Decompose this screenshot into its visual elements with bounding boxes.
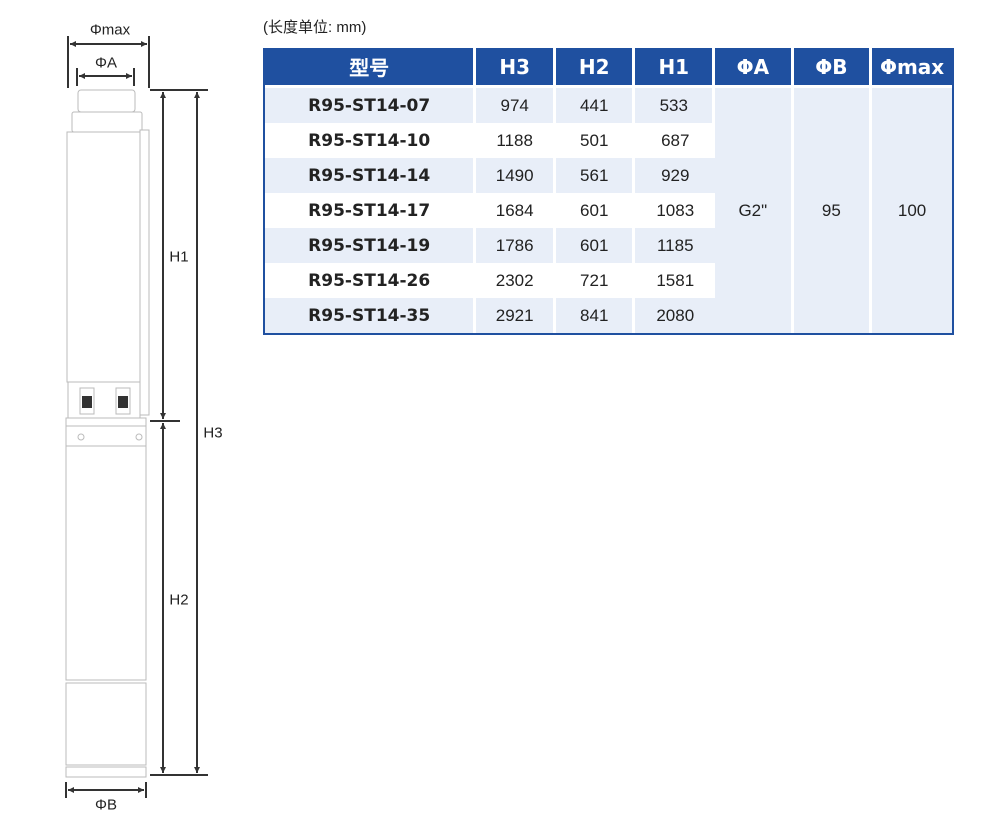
cell-phi-a: G2" xyxy=(715,88,794,333)
cell-h3: 1684 xyxy=(476,193,556,228)
cell-h3: 1786 xyxy=(476,228,556,263)
motor-body xyxy=(65,445,147,681)
label-phi-a: ΦA xyxy=(95,54,117,72)
label-phi-max: Φmax xyxy=(89,21,131,39)
header-phi-a: ΦA xyxy=(715,48,794,88)
dimension-lines xyxy=(65,36,208,798)
cell-h3: 2302 xyxy=(476,263,556,298)
cell-h1: 2080 xyxy=(635,298,716,333)
cell-phi-b: 95 xyxy=(793,88,873,333)
cable-guard xyxy=(139,129,150,416)
cell-h2: 841 xyxy=(555,298,636,333)
cell-h1: 1581 xyxy=(635,263,716,298)
header-h2: H2 xyxy=(555,48,636,88)
motor-base xyxy=(65,766,147,778)
header-model: 型号 xyxy=(265,48,477,88)
label-h1: H1 xyxy=(169,248,189,266)
cell-h3: 1188 xyxy=(476,123,556,158)
pump-outline xyxy=(65,89,150,778)
cell-h2: 601 xyxy=(555,228,636,263)
cell-h1: 1083 xyxy=(635,193,716,228)
cell-h3: 2921 xyxy=(476,298,556,333)
label-phi-b: ΦB xyxy=(95,796,117,814)
cell-h2: 561 xyxy=(555,158,636,193)
cell-h2: 721 xyxy=(555,263,636,298)
cell-model: R95-ST14-26 xyxy=(265,263,477,298)
cell-h2: 601 xyxy=(555,193,636,228)
cell-h2: 501 xyxy=(555,123,636,158)
cell-h1: 929 xyxy=(635,158,716,193)
label-h2: H2 xyxy=(169,591,189,609)
cell-h1: 1185 xyxy=(635,228,716,263)
header-phi-b: ΦB xyxy=(793,48,873,88)
cell-h3: 974 xyxy=(476,88,556,123)
header-h1: H1 xyxy=(635,48,716,88)
label-h3: H3 xyxy=(203,424,223,442)
cell-model: R95-ST14-19 xyxy=(265,228,477,263)
table-header-row: 型号 H3 H2 H1 ΦA ΦB Φmax xyxy=(265,48,952,88)
cell-h3: 1490 xyxy=(476,158,556,193)
cell-phi-max: 100 xyxy=(872,88,952,333)
cell-model: R95-ST14-35 xyxy=(265,298,477,333)
cell-model: R95-ST14-10 xyxy=(265,123,477,158)
cell-model: R95-ST14-07 xyxy=(265,88,477,123)
cell-h1: 533 xyxy=(635,88,716,123)
cell-h2: 441 xyxy=(555,88,636,123)
header-phi-max: Φmax xyxy=(872,48,952,88)
pump-dimension-drawing xyxy=(65,36,208,798)
pump-body xyxy=(66,131,141,383)
unit-note: (长度单位: mm) xyxy=(263,19,367,36)
header-h3: H3 xyxy=(476,48,556,88)
cell-model: R95-ST14-14 xyxy=(265,158,477,193)
cell-h1: 687 xyxy=(635,123,716,158)
cell-model: R95-ST14-17 xyxy=(265,193,477,228)
pump-outlet-cap xyxy=(77,89,136,113)
